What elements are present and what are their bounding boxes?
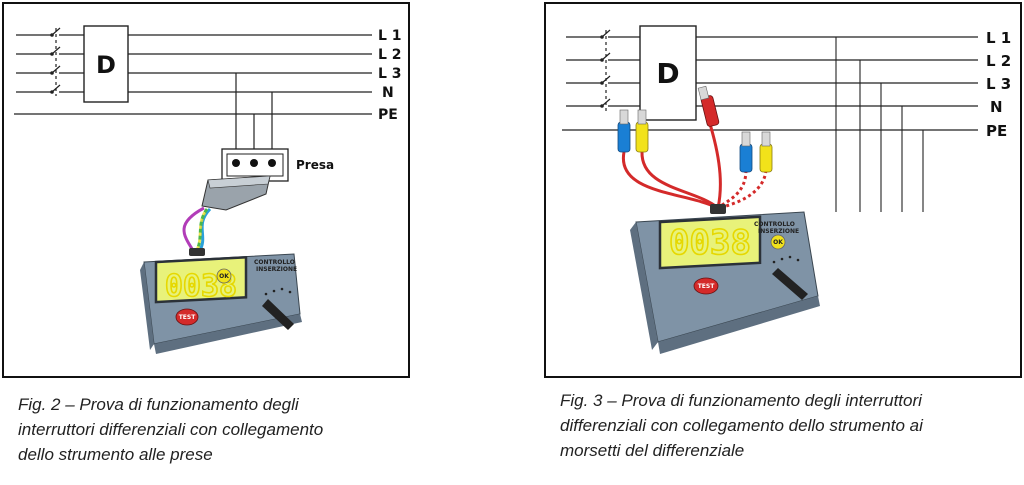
lcd-display [658,215,762,270]
device-label-inserzione: INSERZIONE [256,266,297,273]
distributor-label: D [656,57,679,90]
line-label-l3: L 3 [986,75,1011,93]
figure-3-diagram: D L 1 L 2 L 3 N PE [562,25,1011,354]
probe-blue-left [617,109,631,153]
line-label-l1: L 1 [986,29,1011,47]
caption-line: Fig. 3 – Prova di funzionamento degli in… [560,391,922,410]
distributor-label: D [96,51,116,79]
distributor-box [83,25,129,103]
probe-yellow-left [635,109,649,153]
test-button-label: TEST [698,283,716,290]
ok-button[interactable] [216,268,232,284]
ok-button-label: OK [773,239,783,246]
line-label-pe: PE [986,122,1007,140]
caption-line: differenziali con collegamento dello str… [560,416,923,435]
selector-knob[interactable] [262,299,294,330]
figure-3-caption: Fig. 3 – Prova di funzionamento degli in… [560,388,1020,463]
figure-2-caption: Fig. 2 – Prova di funzionamento degli in… [18,392,418,467]
line-label-l1: L 1 [378,28,402,44]
device-label-inserzione: INSERZIONE [758,228,799,235]
figure-2-diagram: D L 1 L 2 L 3 N PE Presa [14,25,402,354]
probe-red [697,85,720,127]
test-button[interactable] [693,277,719,295]
caption-line: morsetti del differenziale [560,441,745,460]
distributor-box [639,25,697,121]
caption-line: interruttori differenziali con collegame… [18,420,324,439]
lcd-display [154,256,248,304]
line-label-l2: L 2 [378,47,402,63]
ok-button-label: OK [219,273,229,280]
probe-blue-right [739,131,753,173]
tester-instrument: 0038 CONTROLLO INSERZIONE OK TEST [630,211,820,354]
ok-button[interactable] [770,234,786,250]
test-button-label: TEST [179,314,197,321]
selector-knob[interactable] [772,268,808,300]
line-label-n: N [990,98,1003,116]
figure-2-frame: D L 1 L 2 L 3 N PE Presa [2,2,410,378]
line-label-l3: L 3 [378,66,402,82]
line-label-pe: PE [378,107,398,123]
test-button[interactable] [175,308,199,326]
caption-line: Fig. 2 – Prova di funzionamento degli [18,395,299,414]
probe-yellow-right [759,131,773,173]
device-label-controllo: CONTROLLO [754,221,795,228]
caption-line: dello strumento alle prese [18,445,213,464]
device-label-controllo: CONTROLLO [254,259,295,266]
line-label-l2: L 2 [986,52,1011,70]
socket-label: Presa [296,158,334,172]
tester-instrument: 0038 CONTROLLO INSERZIONE OK TEST [140,253,302,354]
lcd-value: 0038 [669,223,751,263]
line-label-n: N [382,85,394,101]
figure-3-frame: D L 1 L 2 L 3 N PE [544,2,1022,378]
